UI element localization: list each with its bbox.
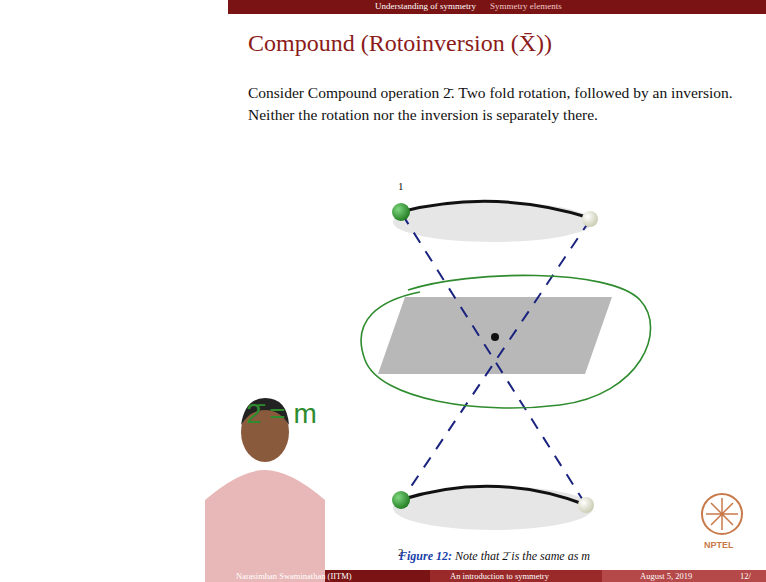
footer-text: An introduction to symmetry <box>450 571 549 581</box>
header-section: Understanding of symmetry <box>375 1 476 11</box>
logo-mark <box>706 498 738 530</box>
footer-bar <box>228 570 430 582</box>
point-label: 1 <box>398 180 404 192</box>
figure-caption: Figure 12: Note that 2̄ is the same as m <box>399 549 590 564</box>
motif-ball <box>578 497 594 513</box>
motif-ball <box>392 203 410 221</box>
motif-ball <box>582 211 598 227</box>
footer-text: August 5, 2019 <box>640 571 692 581</box>
motif-ball <box>392 491 410 509</box>
footer-text: Narasimhan Swaminathan (IITM) <box>236 571 352 581</box>
logo-ring <box>702 494 742 534</box>
handwritten-loop <box>361 275 650 408</box>
mirror-plane <box>378 297 612 374</box>
slide-text: Consider Compound operation 2̄. Two fold… <box>248 82 748 126</box>
footer-bar <box>430 570 602 582</box>
footer-bar <box>602 570 766 582</box>
inversion-line <box>402 214 586 505</box>
inversion-centre <box>491 333 499 341</box>
header-section: Symmetry elements <box>490 1 562 11</box>
header-bar <box>228 0 766 14</box>
slide-title: Compound (Rotoinversion (X̄)) <box>248 30 552 57</box>
presenter-shirt <box>205 470 325 582</box>
logo-text: NPTEL <box>704 540 734 550</box>
handwritten-note: 2̄ = m <box>246 398 317 430</box>
rotation-arc <box>400 201 590 218</box>
footer-text: 12/ <box>740 571 751 581</box>
orbit-ellipse <box>393 486 593 530</box>
orbit-ellipse <box>393 202 593 242</box>
rotation-arc <box>400 486 586 505</box>
inversion-line <box>402 220 590 500</box>
